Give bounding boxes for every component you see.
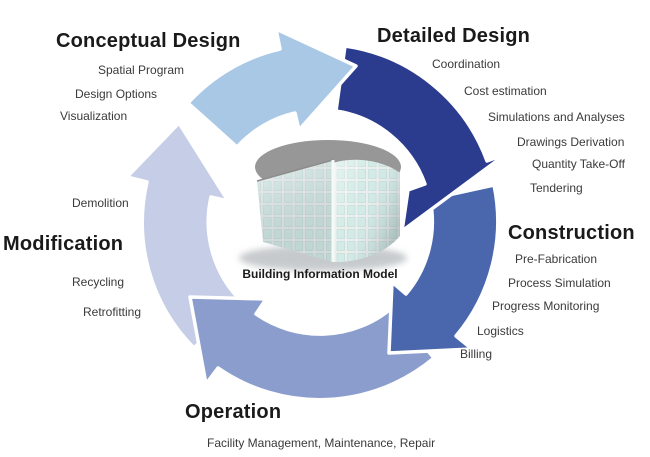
item-coordination: Coordination <box>432 57 501 71</box>
item-simulations-and-analyses: Simulations and Analyses <box>488 110 625 124</box>
arrow-detailed-to-construction <box>334 44 508 233</box>
item-logistics: Logistics <box>477 324 524 338</box>
item-pre-fabrication: Pre-Fabrication <box>515 252 598 266</box>
item-facility-management-maintenance-repair: Facility Management, Maintenance, Repair <box>207 436 436 450</box>
building-left-face-shading <box>257 160 333 262</box>
item-quantity-take-off: Quantity Take-Off <box>532 157 625 171</box>
phase-heading-modification: Modification <box>3 233 124 255</box>
item-drawings-derivation: Drawings Derivation <box>517 135 625 149</box>
arrow-conceptual-to-detailed <box>186 27 358 149</box>
building-right-face-shading <box>333 159 400 263</box>
item-tendering: Tendering <box>530 181 583 195</box>
center-caption-building-information-model: Building Information Model <box>242 267 398 281</box>
item-demolition: Demolition <box>72 196 129 210</box>
item-progress-monitoring: Progress Monitoring <box>492 299 600 313</box>
phase-heading-operation: Operation <box>185 401 282 423</box>
phase-heading-construction: Construction <box>508 222 635 244</box>
item-spatial-program: Spatial Program <box>98 63 185 77</box>
item-billing: Billing <box>460 347 493 361</box>
arrow-modification-to-conceptual <box>125 121 243 350</box>
building-model-illustration <box>239 140 407 271</box>
item-cost-estimation: Cost estimation <box>464 84 547 98</box>
item-visualization: Visualization <box>60 109 128 123</box>
item-retrofitting: Retrofitting <box>83 305 142 319</box>
building-roof-edge <box>256 159 334 182</box>
item-recycling: Recycling <box>72 275 125 289</box>
item-design-options: Design Options <box>75 87 158 101</box>
item-process-simulation: Process Simulation <box>508 276 611 290</box>
arrow-construction-to-operation <box>387 183 500 355</box>
phase-heading-conceptual-design: Conceptual Design <box>56 30 241 52</box>
arrow-operation-to-modification <box>188 295 436 402</box>
phase-heading-detailed-design: Detailed Design <box>377 25 531 47</box>
